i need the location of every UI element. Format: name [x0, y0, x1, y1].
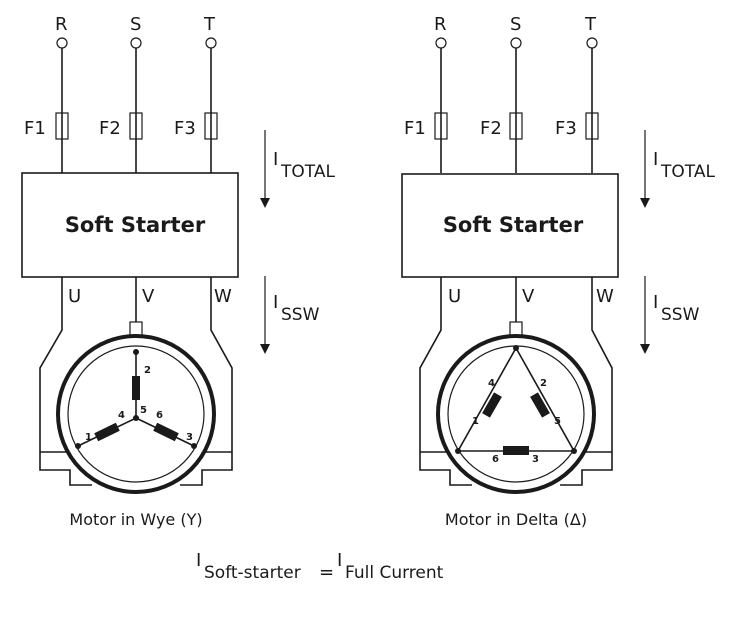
winding-coil — [153, 422, 179, 442]
output-wire-u — [419, 277, 442, 448]
phase-label-s: S — [130, 14, 141, 35]
wye-current-indicators: I TOTAL I SSW — [260, 130, 335, 354]
motor-foot-right — [560, 448, 613, 486]
formula-i-symbol: I — [196, 550, 201, 571]
formula-soft-starter-subscript: Soft-starter — [204, 563, 301, 583]
fuse-symbol — [585, 112, 599, 140]
phase-label-r: R — [434, 14, 447, 35]
i-total-subscript: TOTAL — [660, 162, 715, 182]
fuse-label-f1: F1 — [24, 118, 46, 139]
output-label-w: W — [596, 286, 614, 307]
winding-coil — [482, 392, 502, 418]
output-label-u: U — [448, 286, 461, 307]
delta-terminal-4: 4 — [488, 378, 495, 389]
terminal-circle — [435, 37, 447, 49]
motor-stator-inner — [67, 345, 205, 483]
delta-terminal-3: 3 — [532, 454, 539, 465]
terminal-circle — [586, 37, 598, 49]
output-wire-w — [591, 277, 613, 448]
output-label-w: W — [214, 286, 232, 307]
terminal-dot — [133, 415, 139, 421]
output-wire-u — [39, 277, 63, 448]
soft-starter-label: Soft Starter — [443, 213, 584, 237]
phase-label-t: T — [203, 14, 216, 35]
i-total-symbol: I — [653, 149, 658, 170]
i-ssw-subscript: SSW — [661, 305, 700, 325]
motor-foot-left — [419, 448, 472, 486]
fuse-label-f2: F2 — [480, 118, 502, 139]
terminal-dot — [191, 443, 197, 449]
output-label-v: V — [522, 286, 535, 307]
delta-terminal-1: 1 — [472, 416, 479, 427]
winding-coil — [132, 376, 140, 400]
terminal-dot — [513, 345, 519, 351]
motor-stator-outer — [436, 334, 596, 494]
current-formula: I Soft-starter = I Full Current — [196, 550, 444, 583]
terminal-dot — [455, 448, 461, 454]
terminal-circle — [56, 37, 68, 49]
motor-foot-left — [39, 448, 92, 486]
winding-coil — [530, 392, 550, 418]
phase-label-s: S — [510, 14, 521, 35]
terminal-circle — [130, 37, 142, 49]
i-ssw-symbol: I — [273, 292, 278, 313]
phase-label-r: R — [55, 14, 68, 35]
fuse-symbol — [509, 112, 523, 140]
terminal-dot — [75, 443, 81, 449]
wye-circuit: R S T F1 F2 F3 Soft Starter U V W — [21, 14, 239, 529]
soft-starter-box — [21, 172, 239, 278]
terminal-box — [129, 321, 143, 337]
wye-terminal-2: 2 — [144, 365, 151, 376]
formula-full-current-subscript: Full Current — [345, 563, 444, 583]
i-ssw-symbol: I — [653, 292, 658, 313]
wye-terminal-4: 4 — [118, 410, 125, 421]
fuse-label-f2: F2 — [99, 118, 121, 139]
wye-terminal-3: 3 — [186, 432, 193, 443]
fuse-symbol — [55, 112, 69, 140]
delta-terminal-2: 2 — [540, 378, 547, 389]
soft-starter-label: Soft Starter — [65, 213, 206, 237]
i-total-subscript: TOTAL — [280, 162, 335, 182]
delta-circuit: R S T F1 F2 F3 Soft Starter U V W — [401, 14, 619, 529]
terminal-circle — [510, 37, 522, 49]
i-ssw-subscript: SSW — [281, 305, 320, 325]
delta-caption: Motor in Delta (Δ) — [445, 510, 587, 529]
delta-terminal-5: 5 — [554, 416, 561, 427]
fuse-label-f3: F3 — [555, 118, 577, 139]
fuse-symbol — [129, 112, 143, 140]
fuse-label-f3: F3 — [174, 118, 196, 139]
wye-terminal-1: 1 — [85, 432, 92, 443]
wye-terminal-6: 6 — [156, 410, 163, 421]
soft-starter-box — [401, 173, 619, 278]
formula-i-symbol: I — [337, 550, 342, 571]
wye-caption: Motor in Wye (Y) — [69, 510, 202, 529]
terminal-circle — [205, 37, 217, 49]
fuse-label-f1: F1 — [404, 118, 426, 139]
fuse-symbol — [204, 112, 218, 140]
delta-current-indicators: I TOTAL I SSW — [640, 130, 715, 354]
output-wire-w — [210, 277, 233, 448]
wye-terminal-5: 5 — [140, 405, 147, 416]
output-label-v: V — [142, 286, 155, 307]
terminal-box — [509, 321, 523, 337]
phase-label-t: T — [584, 14, 597, 35]
i-total-symbol: I — [273, 149, 278, 170]
winding-coil — [94, 422, 120, 442]
winding-coil — [503, 446, 529, 455]
terminal-dot — [133, 349, 139, 355]
formula-equals: = — [319, 562, 334, 583]
terminal-dot — [571, 448, 577, 454]
fuse-symbol — [434, 112, 448, 140]
motor-foot-right — [180, 448, 233, 486]
output-label-u: U — [68, 286, 81, 307]
delta-terminal-6: 6 — [492, 454, 499, 465]
